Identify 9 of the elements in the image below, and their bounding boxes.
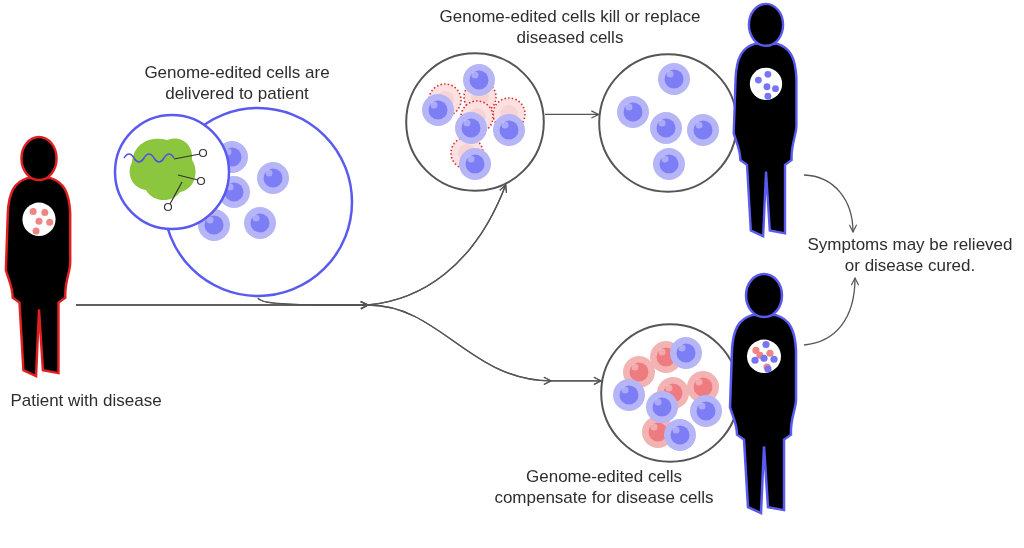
arrow bbox=[803, 277, 859, 346]
arrow bbox=[544, 110, 600, 119]
caption: Genome-edited cells compensate for disease cells bbox=[493, 466, 715, 508]
arrow bbox=[803, 174, 857, 233]
node-label: Patient with disease bbox=[9, 390, 163, 411]
arrow bbox=[257, 297, 602, 385]
outcome-text: Symptoms may be relieved or disease cured. bbox=[806, 234, 1014, 276]
node-label: Genome-edited cells are delivered to patient bbox=[143, 62, 331, 104]
caption: Genome-edited cells kill or replace diseased cells bbox=[438, 6, 702, 48]
